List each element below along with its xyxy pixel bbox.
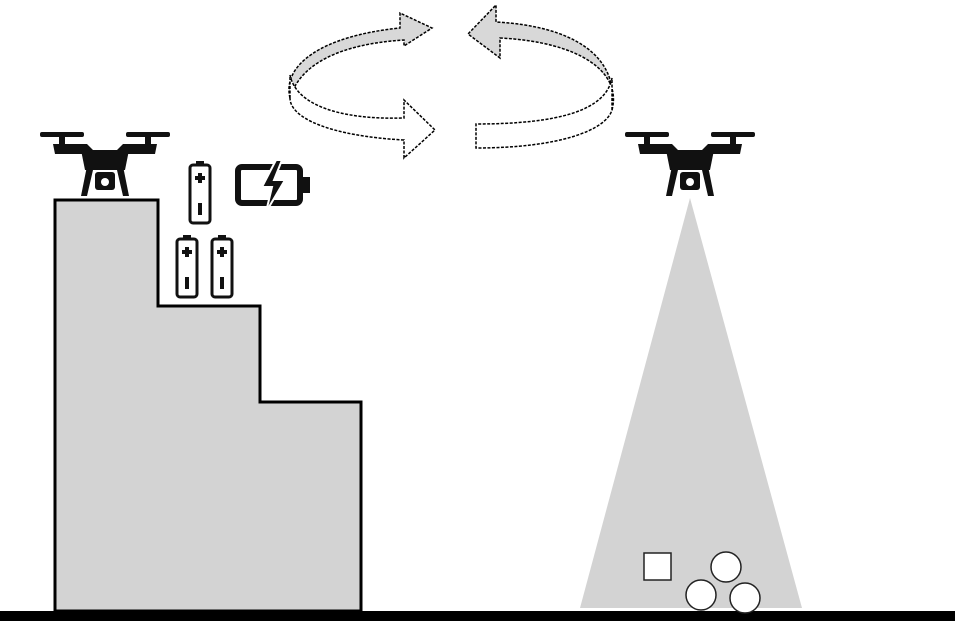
scan-cone (580, 198, 802, 608)
drone-icon (40, 132, 170, 196)
ground-line (0, 611, 955, 621)
battery-icon (175, 159, 234, 299)
drone-icon (625, 132, 755, 196)
stepped-structure (53, 198, 363, 613)
circle-object (685, 551, 761, 614)
charging-battery-icon (235, 159, 310, 213)
cycle-arrows-icon (288, 3, 615, 160)
square-object (643, 552, 672, 581)
